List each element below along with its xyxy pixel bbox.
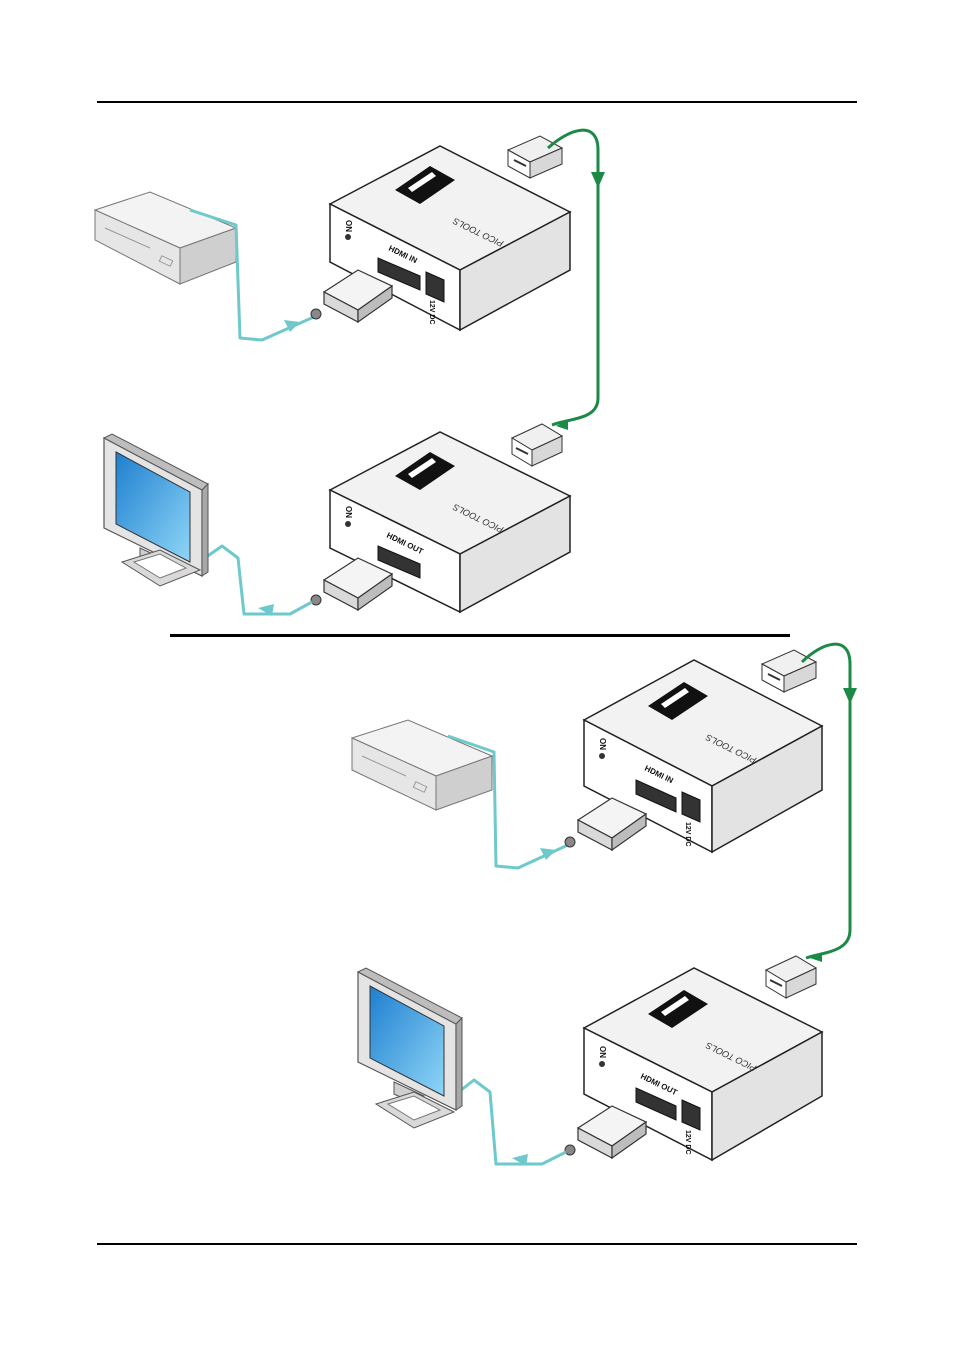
rx-power-label: 12V DC — [684, 1130, 691, 1155]
tx-power-label: 12V DC — [684, 822, 691, 847]
on-led-icon — [599, 1061, 605, 1067]
hdmi-cable-display — [202, 546, 312, 614]
rj45-connector-icon — [766, 956, 816, 998]
link-arrow — [591, 172, 605, 188]
tx-on-label: ON — [344, 220, 353, 232]
on-led-icon — [345, 234, 351, 240]
link-arrow — [843, 688, 857, 704]
tx-on-label: ON — [598, 738, 607, 750]
tx-power-label: 12V DC — [428, 300, 435, 325]
display-monitor-icon — [358, 968, 462, 1128]
rx-on-label: ON — [344, 506, 353, 518]
on-led-icon — [599, 753, 605, 759]
rj45-connector-icon — [512, 424, 562, 466]
hdmi-cable-display — [456, 1080, 566, 1164]
on-led-icon — [345, 521, 351, 527]
display-monitor-icon — [104, 434, 208, 586]
twisted-pair-cable — [802, 644, 850, 958]
rx-on-label: ON — [598, 1046, 607, 1058]
source-player-icon — [95, 192, 236, 284]
source-player-icon — [352, 720, 492, 810]
